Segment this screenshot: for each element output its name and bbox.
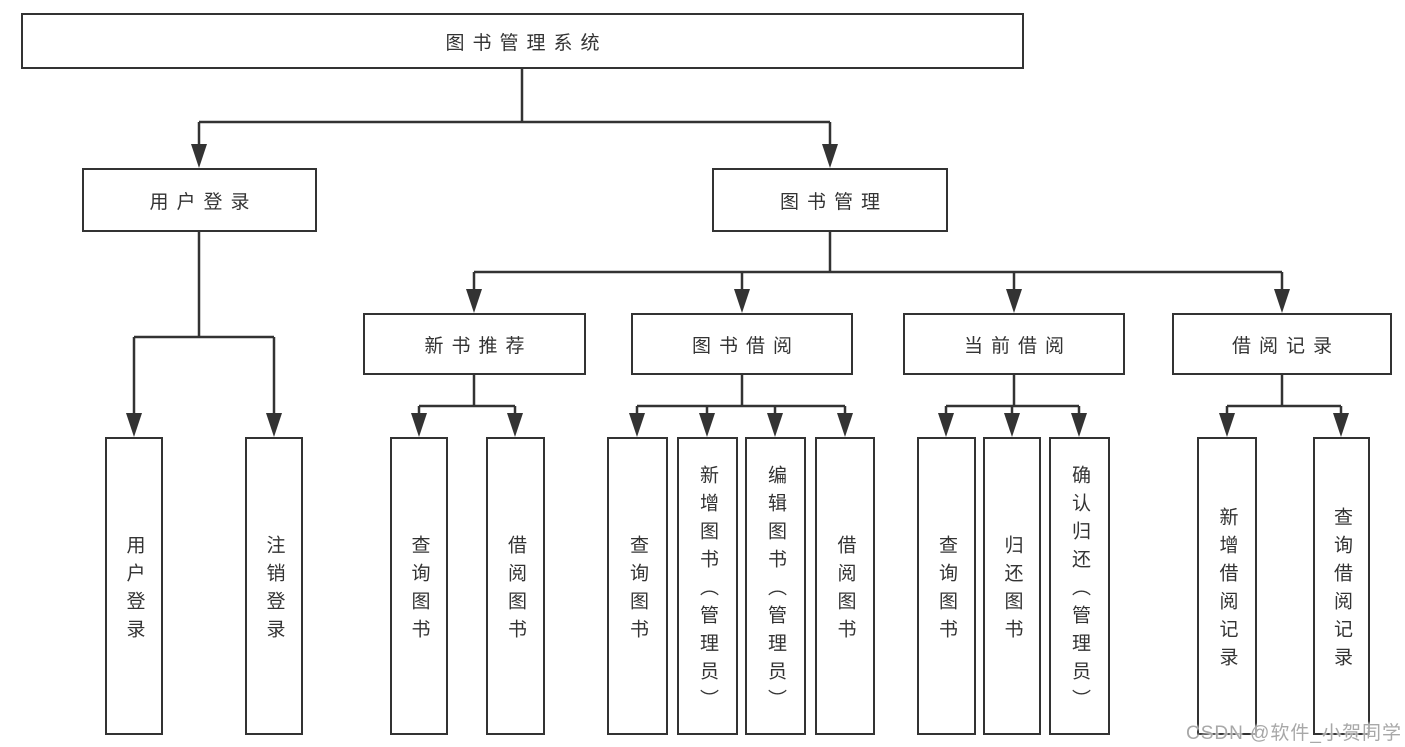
watermark: CSDN @软件_小贺同学	[1186, 723, 1402, 744]
leaf-add-borrow-record: 新增借阅记录	[1197, 437, 1257, 735]
node-user-login: 用户登录	[82, 168, 317, 232]
leaf-query-borrow-record: 查询借阅记录	[1313, 437, 1370, 735]
node-book-management-label: 图书管理	[779, 191, 888, 213]
node-current-borrowing-label: 当前借阅	[963, 335, 1072, 357]
leaf-logout: 注销登录	[245, 437, 303, 735]
leaf-query-books-borrowing: 查询图书	[607, 437, 668, 735]
leaf-user-login: 用户登录	[105, 437, 163, 735]
leaf-edit-books-admin: 编辑图书（管理员）	[745, 437, 806, 735]
node-book-management: 图书管理	[712, 168, 948, 232]
node-borrowing-records-label: 借阅记录	[1231, 335, 1340, 357]
node-root: 图书管理系统	[21, 13, 1024, 69]
leaf-return-books: 归还图书	[983, 437, 1041, 735]
node-new-book-recommend-label: 新书推荐	[424, 335, 533, 357]
leaf-query-books-current: 查询图书	[917, 437, 976, 735]
leaf-query-books-recommend: 查询图书	[390, 437, 448, 735]
node-new-book-recommend: 新书推荐	[363, 313, 586, 375]
leaf-confirm-return-admin: 确认归还（管理员）	[1049, 437, 1110, 735]
leaf-borrow-books-borrowing: 借阅图书	[815, 437, 875, 735]
leaf-add-books-admin: 新增图书（管理员）	[677, 437, 738, 735]
node-book-borrowing-label: 图书借阅	[691, 335, 800, 357]
leaf-borrow-books-recommend: 借阅图书	[486, 437, 545, 735]
node-user-login-label: 用户登录	[149, 191, 258, 213]
node-root-label: 图书管理系统	[445, 32, 608, 54]
node-current-borrowing: 当前借阅	[903, 313, 1125, 375]
node-book-borrowing: 图书借阅	[631, 313, 853, 375]
node-borrowing-records: 借阅记录	[1172, 313, 1392, 375]
